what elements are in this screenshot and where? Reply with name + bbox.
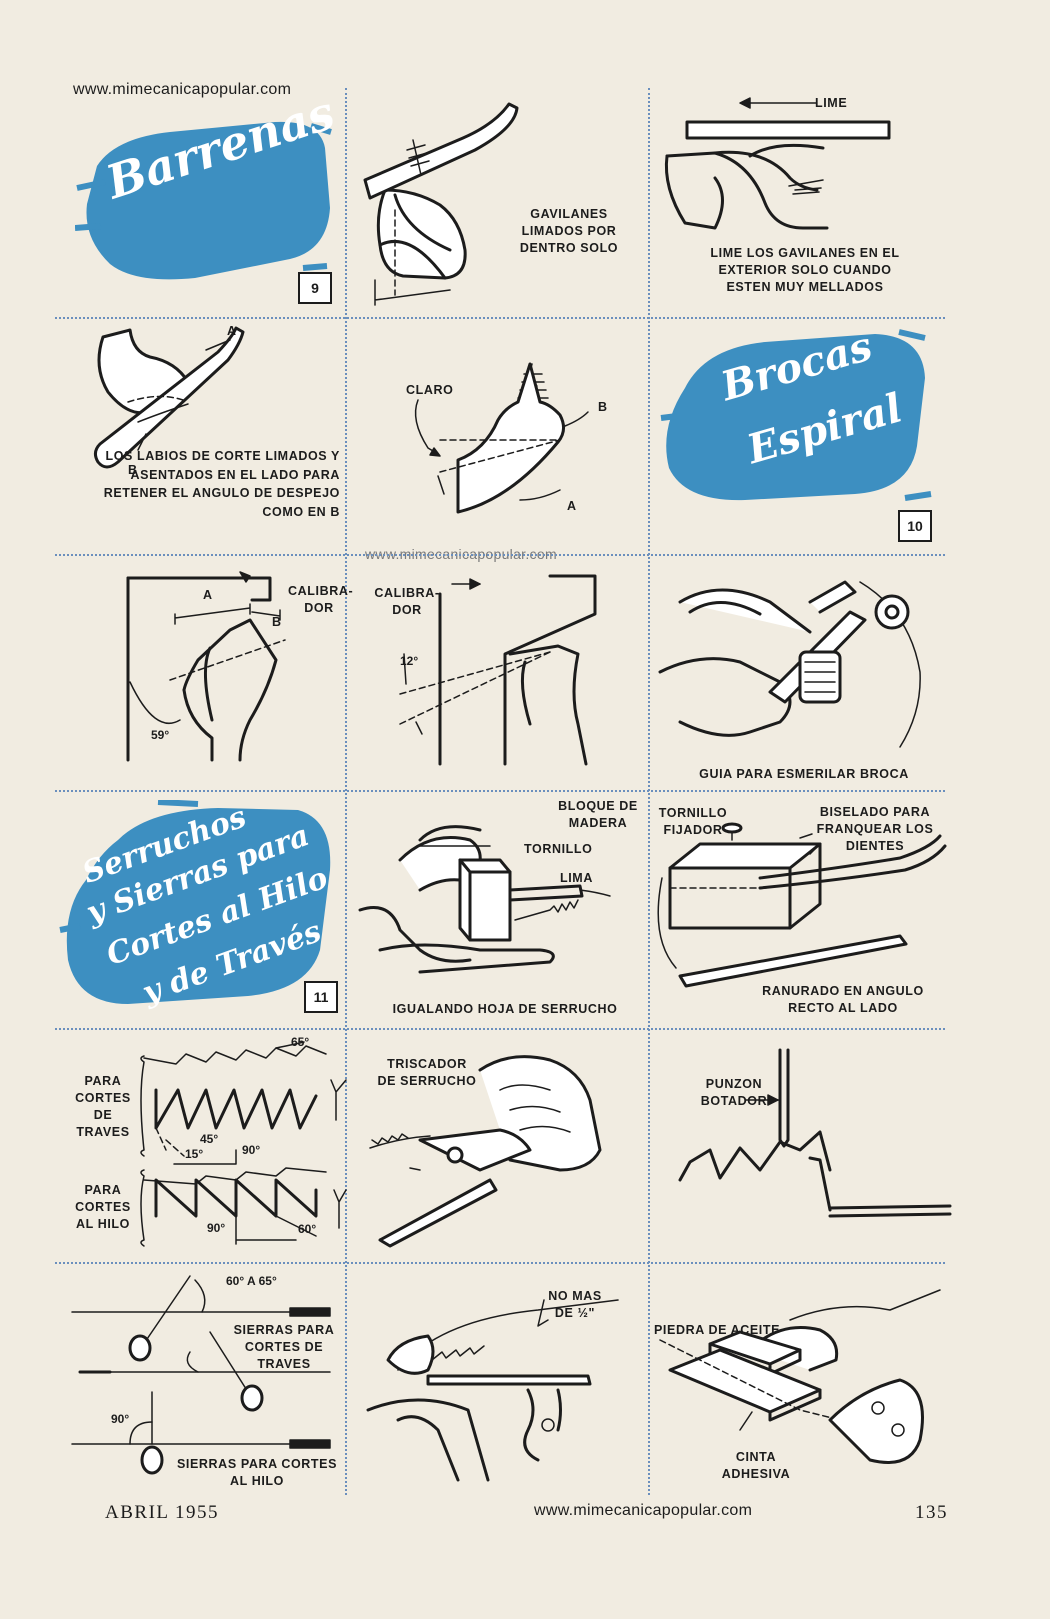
barrenas-brush-blob [75,121,332,280]
caption-lime-exterior: LIME LOS GAVILANES EN EL EXTERIOR SOLO C… [710,246,900,294]
label-angle-65: 65° [291,1035,310,1049]
cutting-lips-illustration [93,326,245,469]
watermark-bottom: www.mimecanicapopular.com [534,1502,753,1519]
label-calibrador-2: CALIBRA-DOR [374,586,440,617]
caption-ranurado: RANURADO EN ANGULO RECTO AL LADO [762,984,924,1015]
saw-teeth-diagram [140,1041,347,1247]
caption-sierras-hilo: SIERRAS PARA CORTES AL HILO [176,1457,338,1488]
section-number-9: 9 [298,272,332,304]
label-b-drill: B [272,615,282,629]
page-number: 135 [915,1502,948,1523]
label-tornillo-fijador: TORNILLO FIJADOR [658,806,728,837]
grid-hline-4 [55,1028,945,1030]
label-tornillo: TORNILLO [524,842,593,856]
grid-hline-2 [55,554,945,556]
label-a-claro: A [567,499,577,513]
label-a-drill: A [203,588,213,602]
punch-illustration [678,1048,952,1218]
caption-igualando: IGUALANDO HOJA DE SERRUCHO [392,1002,618,1016]
label-bloque-madera: BLOQUE DE MADERA [558,799,638,830]
caption-labios-corte: LOS LABIOS DE CORTE LIMADOS Y ASENTADOS … [103,449,340,519]
caption-para-hilo: PARA CORTES AL HILO [75,1183,131,1231]
caption-sierras-traves: SIERRAS PARA CORTES DE TRAVES [233,1323,335,1371]
caption-para-traves: PARA CORTES DE TRAVES [75,1074,131,1139]
watermark-top: www.mimecanicapopular.com [73,81,292,98]
lime-arrow-icon [739,97,817,109]
issue-date: ABRIL 1955 [105,1502,220,1523]
label-triscador: TRISCADOR DE SERRUCHO [377,1057,477,1088]
label-b-lips: B [128,463,138,477]
grid-hline-1 [55,317,945,319]
label-angle-15: 15° [185,1147,204,1161]
caption-gavilanes-dentro: GAVILANES LIMADOS POR DENTRO SOLO [519,207,619,255]
label-biselado: BISELADO PARA FRANQUEAR LOS DIENTES [816,805,934,853]
label-calibrador-1: CALIBRA-DOR [288,584,354,615]
section-number-11: 11 [304,981,338,1013]
label-angle-12: 12° [400,654,419,668]
label-lima: LIMA [560,871,593,885]
oilstone-illustration [659,1289,941,1464]
label-b-claro: B [598,400,608,414]
label-lime-arrow: LIME [815,96,848,110]
saw-vise-filing-illustration [366,1299,619,1482]
grid-hline-5 [55,1262,945,1264]
section-number-10: 10 [898,510,932,542]
label-angle-60-65: 60° A 65° [226,1274,277,1288]
label-no-mas: NO MAS DE ½" [548,1289,602,1320]
label-a-lips: A [227,324,237,338]
label-angle-45: 45° [200,1132,219,1146]
file-angle-diagram [71,1275,331,1475]
auger-file-inside-illustration [363,102,519,306]
label-angle-90c: 90° [111,1412,130,1426]
label-angle-90b: 90° [207,1221,226,1235]
clearance-angle-illustration [414,362,589,514]
saw-set-tool-illustration [369,1055,602,1248]
label-claro: CLARO [406,383,454,397]
file-guide-block-illustration [657,822,947,988]
label-angle-90a: 90° [242,1143,261,1157]
drill-clearance-12-illustration [399,574,597,766]
grinding-guide-illustration [658,580,921,748]
label-punzon: PUNZON BOTADOR [700,1077,768,1108]
label-cinta: CINTA ADHESIVA [721,1450,791,1481]
auger-file-outside-illustration [664,120,891,230]
label-angle-60: 60° [298,1222,317,1236]
saw-jointing-illustration [358,825,611,974]
brocas-brush-blob [660,329,932,501]
drill-point-59-illustration [126,571,286,762]
caption-guia-esmerilar: GUIA PARA ESMERILAR BROCA [699,767,909,781]
grid-hline-3 [55,790,945,792]
label-angle-59: 59° [151,728,170,742]
